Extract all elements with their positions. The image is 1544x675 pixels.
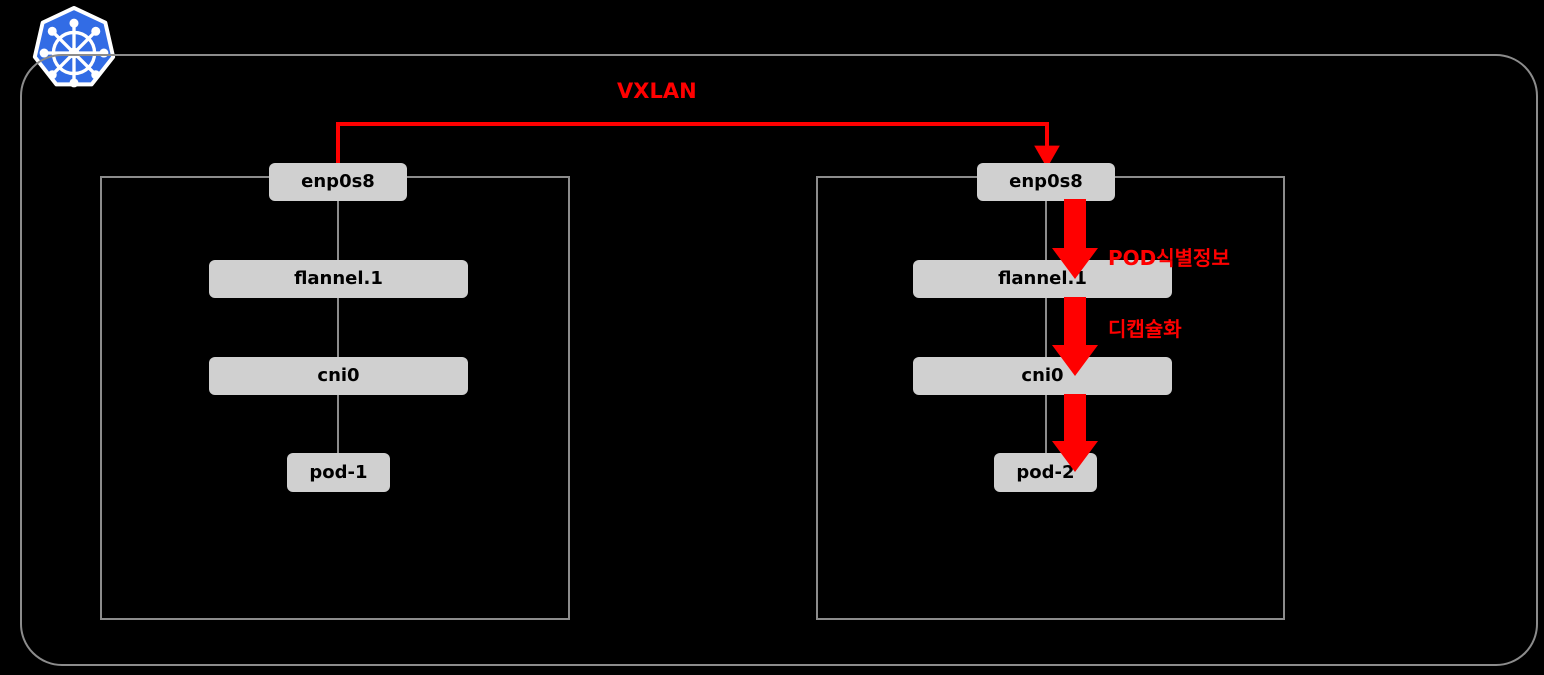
device-cni0-left[interactable]: cni0 [209, 357, 468, 395]
device-enp0s8-right[interactable]: enp0s8 [977, 163, 1115, 201]
connector-left-flannel1-cni0 [337, 297, 339, 359]
device-label: cni0 [317, 365, 360, 386]
device-pod-2[interactable]: pod-2 [994, 453, 1097, 492]
connector-right-flannel1-cni0 [1045, 297, 1047, 359]
decapsulation-label-line2: 디캡슐화 [1108, 316, 1182, 341]
connector-right-enp0s8-flannel1 [1045, 200, 1047, 262]
device-label: flannel.1 [294, 268, 383, 289]
node-box-left [100, 176, 570, 620]
device-label: cni0 [1021, 365, 1064, 386]
device-label: enp0s8 [1009, 171, 1083, 192]
device-label: pod-2 [1016, 461, 1075, 483]
connector-left-enp0s8-flannel1 [337, 200, 339, 262]
device-flannel1-right[interactable]: flannel.1 [913, 260, 1172, 298]
cluster-frame [20, 54, 1538, 666]
device-flannel1-left[interactable]: flannel.1 [209, 260, 468, 298]
device-label: flannel.1 [998, 268, 1087, 289]
device-enp0s8-left[interactable]: enp0s8 [269, 163, 407, 201]
device-cni0-right[interactable]: cni0 [913, 357, 1172, 395]
device-label: enp0s8 [301, 171, 375, 192]
decapsulation-label: POD식별정보 디캡슐화 [1108, 200, 1230, 389]
device-label: pod-1 [309, 461, 368, 483]
connector-left-cni0-pod1 [337, 394, 339, 454]
vxlan-label: VXLAN [617, 79, 697, 103]
decapsulation-label-line1: POD식별정보 [1108, 246, 1230, 271]
connector-right-cni0-pod2 [1045, 394, 1047, 454]
device-pod-1[interactable]: pod-1 [287, 453, 390, 492]
